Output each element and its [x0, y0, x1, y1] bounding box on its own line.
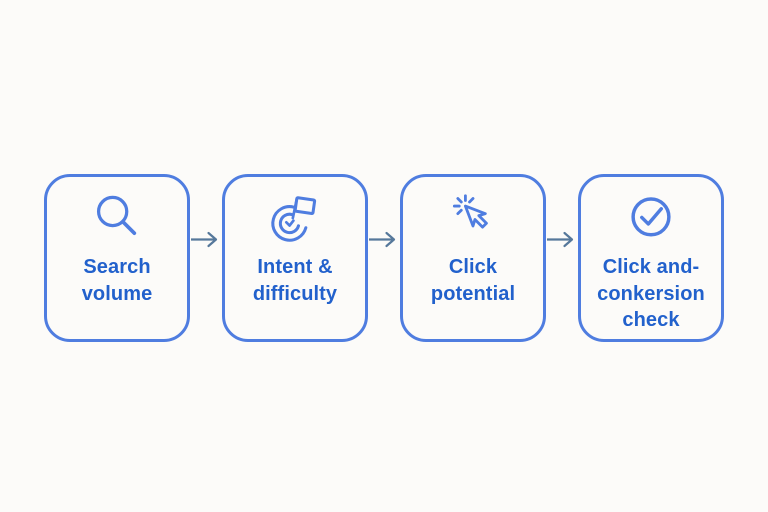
flow-row: Search volume Intent & difficulty — [0, 174, 768, 342]
arrow-right-icon — [368, 174, 400, 342]
target-flag-icon — [269, 192, 321, 244]
step-label: Click and- conkersion check — [597, 256, 705, 332]
step-intent-difficulty: Intent & difficulty — [222, 174, 368, 342]
search-icon — [91, 192, 143, 244]
arrow-right-icon — [190, 174, 222, 342]
step-label: Intent & difficulty — [252, 256, 338, 305]
step-search-volume: Search volume — [44, 174, 190, 342]
check-circle-icon — [625, 192, 677, 244]
step-click-conversion-check: Click and- conkersion check — [578, 174, 724, 342]
step-label: Search volume — [81, 256, 153, 305]
arrow-right-icon — [546, 174, 578, 342]
step-label: Click potential — [430, 256, 516, 305]
cursor-click-icon — [447, 192, 499, 244]
step-click-potential: Click potential — [400, 174, 546, 342]
